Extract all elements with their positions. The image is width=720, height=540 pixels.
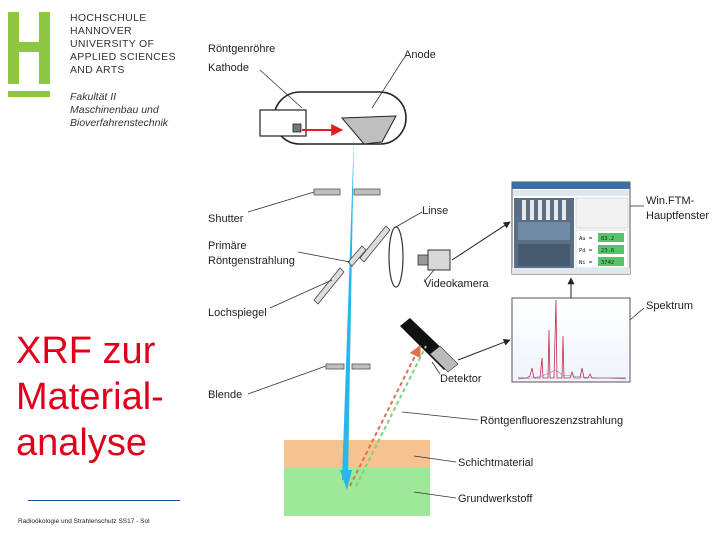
video-camera-lens [417, 254, 429, 266]
video-camera [427, 249, 451, 271]
primary-xray-beam-tip [340, 470, 352, 490]
aperture-right [351, 363, 371, 370]
slide-footer: Radioökologie und Strahlenschutz SS17 - … [18, 518, 150, 525]
screen-readout-element: Au = [579, 236, 593, 242]
university-name-line: HANNOVER [70, 25, 132, 37]
footer-divider [28, 500, 180, 501]
label-grundwerkstoff: Grundwerkstoff [458, 493, 533, 505]
detector-window [429, 345, 459, 373]
slide-title: XRF zur Material- analyse [16, 328, 164, 466]
label-anode: Anode [404, 49, 436, 61]
faculty-name-line: Bioverfahrenstechnik [70, 117, 169, 129]
university-name-line: AND ARTS [70, 64, 125, 76]
primary-xray-beam [342, 134, 354, 480]
label-primaere-roentgenstrahlung: Röntgenstrahlung [208, 255, 295, 267]
xrf-diagram: Au = 83.2 Pd = 23.6 Ni = 3742 Röntgenröh… [208, 43, 709, 516]
screen-readout-value: 23.6 [601, 248, 614, 254]
label-videokamera: Videokamera [424, 278, 489, 290]
label-fluoreszenz: Röntgenfluoreszenzstrahlung [480, 415, 623, 427]
fluorescence-ray-green [355, 345, 427, 487]
university-name-line: UNIVERSITY OF [70, 38, 155, 50]
slide-title-line: XRF zur [16, 330, 156, 372]
slide-title-line: analyse [16, 422, 147, 464]
label-shutter: Shutter [208, 213, 244, 225]
label-spektrum: Spektrum [646, 300, 693, 312]
screen-readout-element: Ni = [579, 260, 593, 266]
university-logo-h-icon [8, 12, 50, 97]
label-blende: Blende [208, 389, 242, 401]
screen-readout-value: 83.2 [601, 236, 614, 242]
label-roentgenroehre: Röntgenröhre [208, 43, 275, 55]
arrow-detector-to-spectrum [457, 338, 511, 361]
label-winftm: Hauptfenster [646, 210, 709, 222]
screen-readout-value: 3742 [601, 260, 614, 266]
shutter-left [313, 188, 341, 196]
university-name: HOCHSCHULE HANNOVER UNIVERSITY OF APPLIE… [70, 12, 176, 77]
university-name-line: APPLIED SCIENCES [70, 51, 176, 63]
anode [340, 115, 397, 145]
faculty-name-line: Fakultät II [70, 91, 117, 103]
arrow-camera-to-window [451, 221, 511, 261]
hole-mirror [347, 245, 367, 267]
label-linse: Linse [422, 205, 448, 217]
label-schichtmaterial: Schichtmaterial [458, 457, 533, 469]
fluorescence-ray-red [349, 344, 421, 487]
university-name-line: HOCHSCHULE [70, 12, 147, 24]
screen-readout-element: Pd = [579, 248, 593, 254]
coating-layer [284, 440, 430, 468]
faculty-name: Fakultät II Maschinenbau und Bioverfahre… [70, 91, 168, 130]
faculty-name-line: Maschinenbau und [70, 104, 159, 116]
aperture-left [325, 363, 345, 370]
spectrum-line [518, 299, 626, 379]
label-winftm: Win.FTM- [646, 195, 695, 207]
shutter-right [353, 188, 381, 196]
slide-title-line: Material- [16, 376, 164, 418]
hole-mirror [313, 267, 345, 305]
label-lochspiegel: Lochspiegel [208, 307, 267, 319]
substrate-layer [284, 468, 430, 516]
lens [388, 226, 404, 288]
label-detektor: Detektor [440, 373, 482, 385]
label-primaere-roentgenstrahlung: Primäre [208, 240, 247, 252]
upper-mirror [359, 225, 391, 263]
winftm-window: Au = 83.2 Pd = 23.6 Ni = 3742 [511, 181, 631, 275]
cathode-filament [292, 123, 302, 133]
label-kathode: Kathode [208, 62, 249, 74]
spectrum-window [511, 297, 631, 383]
